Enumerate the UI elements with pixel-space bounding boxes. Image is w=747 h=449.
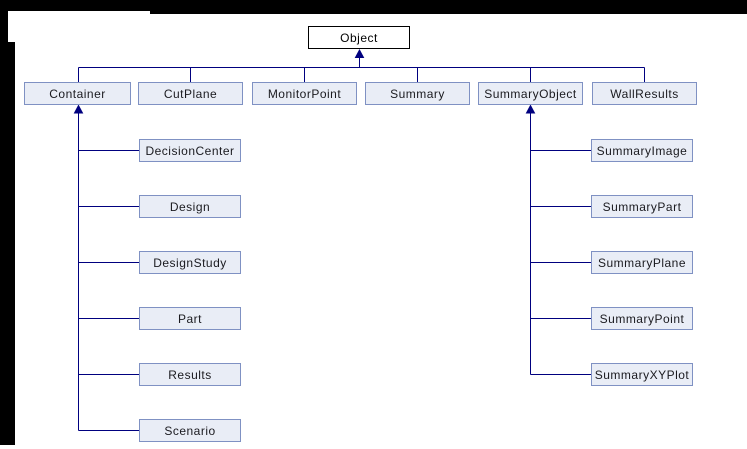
node-summary[interactable]: Summary	[365, 82, 470, 105]
frame-top-left-bar	[0, 0, 150, 11]
node-scenario[interactable]: Scenario	[139, 419, 241, 442]
node-wallresults[interactable]: WallResults	[592, 82, 697, 105]
node-summaryimage[interactable]: SummaryImage	[591, 139, 693, 162]
frame-left-lower-bar	[0, 42, 15, 445]
node-decisioncenter[interactable]: DecisionCenter	[139, 139, 241, 162]
node-container[interactable]: Container	[24, 82, 131, 105]
arrowhead-to-summaryobject	[525, 104, 536, 114]
node-summaryplane[interactable]: SummaryPlane	[591, 251, 693, 274]
node-results[interactable]: Results	[139, 363, 241, 386]
node-design[interactable]: Design	[139, 195, 241, 218]
node-part[interactable]: Part	[139, 307, 241, 330]
node-monitorpoint[interactable]: MonitorPoint	[252, 82, 357, 105]
node-cutplane[interactable]: CutPlane	[138, 82, 243, 105]
node-summaryxyplot[interactable]: SummaryXYPlot	[591, 363, 693, 386]
node-summarypoint[interactable]: SummaryPoint	[591, 307, 693, 330]
node-object[interactable]: Object	[308, 26, 410, 49]
arrowhead-to-container	[73, 104, 84, 114]
node-designstudy[interactable]: DesignStudy	[139, 251, 241, 274]
frame-left-upper-bar	[0, 11, 8, 42]
frame-top-right-bar	[150, 0, 747, 14]
node-summaryobject[interactable]: SummaryObject	[478, 82, 583, 105]
node-summarypart[interactable]: SummaryPart	[591, 195, 693, 218]
